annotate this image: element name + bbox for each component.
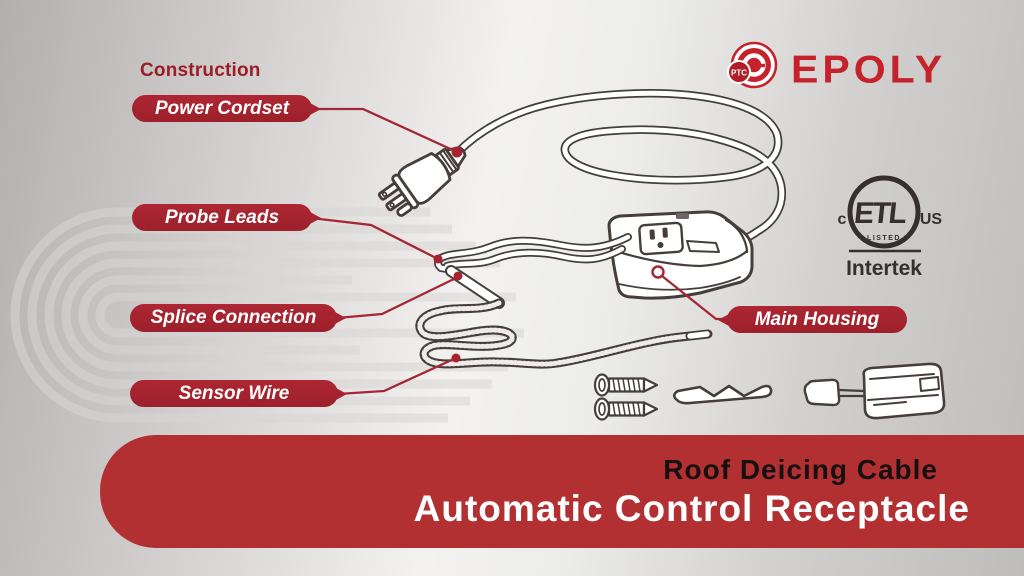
leader-power-cordset: [311, 107, 458, 154]
etl-listed-text: LISTED: [867, 235, 901, 242]
dot-splice-connection: [453, 271, 463, 281]
leader-splice-connection: [336, 275, 459, 320]
intertek-text: Intertek: [846, 257, 922, 280]
sensor-wire-art: [415, 298, 713, 369]
banner-title: Automatic Control Receptacle: [413, 487, 970, 529]
etl-us-text: US: [920, 211, 943, 228]
label-splice-connection: Splice Connection: [130, 304, 337, 332]
construction-heading: Construction: [140, 60, 261, 81]
leader-sensor-wire: [337, 356, 457, 396]
label-power-cordset: Power Cordset: [132, 95, 312, 122]
label-main-housing-text: Main Housing: [754, 308, 880, 330]
ptc-logo-icon: PTC: [727, 41, 778, 89]
dot-power-cordset: [451, 146, 463, 158]
ptc-badge-text: PTC: [731, 69, 747, 78]
title-banner: Roof Deicing Cable Automatic Control Rec…: [100, 435, 1024, 548]
etl-mark-icon: ETL LISTED c US Intertek: [838, 175, 943, 280]
etl-c-text: c: [838, 211, 847, 228]
dot-sensor-wire: [451, 353, 461, 363]
label-probe-leads-text: Probe Leads: [164, 206, 280, 228]
leader-probe-leads: [310, 216, 439, 261]
ring-main-housing: [651, 265, 665, 279]
etl-letters: ETL: [853, 197, 909, 230]
screws-art: [593, 373, 659, 421]
plug-art: [377, 146, 467, 217]
leader-dots: [433, 146, 665, 363]
power-cord-art: [453, 89, 787, 246]
clips-art: [672, 362, 946, 420]
label-sensor-wire: Sensor Wire: [130, 380, 338, 407]
dot-probe-leads: [433, 254, 443, 264]
control-housing-art: [607, 210, 754, 300]
label-sensor-wire-text: Sensor Wire: [178, 382, 290, 404]
label-splice-connection-text: Splice Connection: [150, 307, 317, 328]
brand-wordmark: EPOLY: [791, 47, 947, 91]
cable-coil-watermark: [10, 207, 524, 423]
banner-subtitle: Roof Deicing Cable: [663, 453, 938, 485]
label-main-housing: Main Housing: [727, 306, 907, 333]
label-probe-leads: Probe Leads: [132, 204, 312, 231]
label-power-cordset-text: Power Cordset: [154, 97, 290, 119]
